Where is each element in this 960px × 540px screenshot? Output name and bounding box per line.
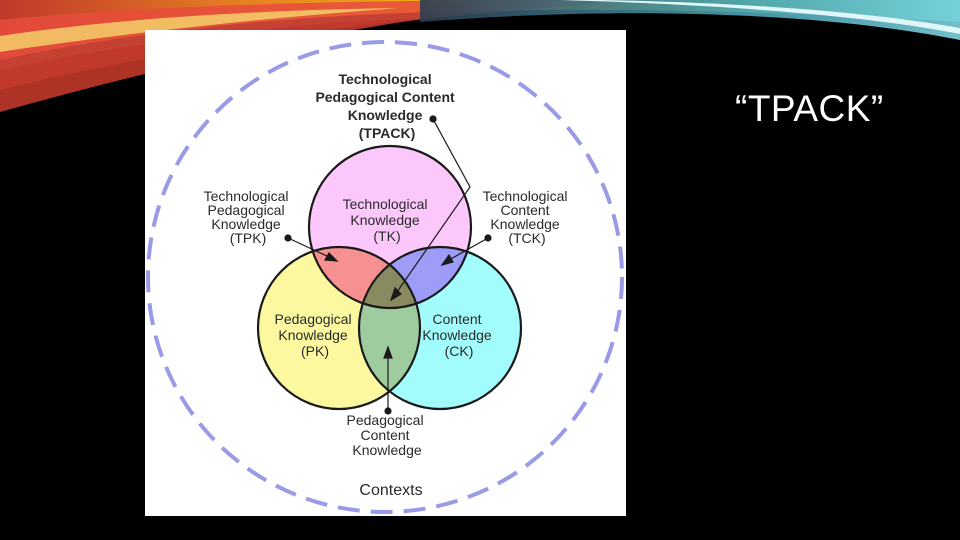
ck-label: Content Knowledge (CK) [422, 311, 495, 359]
tk-label: Technological Knowledge (TK) [343, 196, 432, 244]
slide-title: “TPACK” [735, 88, 884, 129]
tpk-leader-line [287, 237, 330, 258]
tpack-label: Technological Pedagogical Content Knowle… [315, 71, 458, 141]
tck-leader-line [448, 237, 489, 261]
pck-label: Pedagogical Content Knowledge [347, 412, 428, 458]
tck-label: Technological Content Knowledge (TCK) [483, 188, 572, 246]
contexts-label: Contexts [359, 482, 422, 499]
tpk-label: Technological Pedagogical Knowledge (TPK… [204, 188, 293, 246]
tck-arrowhead [440, 253, 454, 267]
contexts-ring [146, 40, 624, 514]
tpk-arrowhead [324, 252, 339, 262]
tpack-arrowhead [389, 286, 402, 302]
tpack-leader-line [396, 118, 471, 293]
tpack-diagram: Technological Pedagogical Content Knowle… [145, 30, 626, 516]
pk-label: Pedagogical Knowledge (PK) [275, 311, 356, 359]
pck-arrowhead [383, 345, 393, 359]
